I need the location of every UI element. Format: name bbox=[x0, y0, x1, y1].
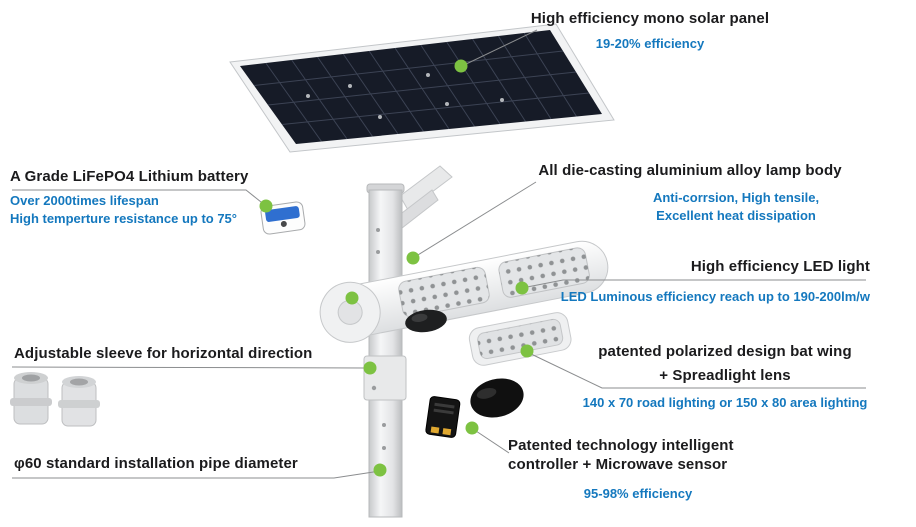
lamp-sensor-highlight bbox=[411, 313, 428, 322]
lamp-body-detail-1: Anti-corrsion, High tensile, bbox=[652, 190, 820, 205]
sleeve-graphic bbox=[10, 372, 100, 427]
lens-title-1: patented polarized design bat wing bbox=[598, 343, 852, 360]
annotation-controller: Patented technology intelligent controll… bbox=[508, 437, 768, 503]
controller-title-1: Patented technology intelligent bbox=[508, 437, 734, 454]
battery-graphic bbox=[260, 201, 306, 235]
annotation-lens: patented polarized design bat wing + Spr… bbox=[570, 340, 880, 412]
lens-title-2: + Spreadlight lens bbox=[659, 367, 791, 384]
solar-panel-graphic bbox=[229, 23, 615, 153]
annotation-lamp-body: All die-casting aluminium alloy lamp bod… bbox=[520, 162, 860, 180]
lens-detail: 140 x 70 road lighting or 150 x 80 area … bbox=[582, 395, 868, 410]
lens-graphic bbox=[468, 312, 572, 366]
controller-detail: 95-98% efficiency bbox=[583, 486, 693, 501]
lamp-body-title: All die-casting aluminium alloy lamp bod… bbox=[538, 162, 842, 179]
marker-dot-lamp-hub bbox=[345, 291, 359, 305]
controller-title-2: controller + Microwave sensor bbox=[508, 455, 728, 473]
led-light-detail: LED Luminous efficiency reach up to 190-… bbox=[560, 289, 870, 304]
marker-dot-led bbox=[515, 281, 529, 295]
solar-panel-title: High efficiency mono solar panel bbox=[530, 10, 770, 27]
annotation-battery: A Grade LiFePO4 Lithium battery Over 200… bbox=[10, 168, 248, 227]
marker-dot-pipe bbox=[373, 463, 387, 477]
annotation-sleeve: Adjustable sleeve for horizontal directi… bbox=[14, 345, 312, 363]
marker-dot-controller bbox=[465, 421, 479, 435]
pole-graphic bbox=[363, 165, 453, 518]
battery-detail-1: Over 2000times lifespan bbox=[10, 193, 159, 208]
led-light-title: High efficiency LED light bbox=[690, 258, 870, 275]
marker-dot-lamp-body bbox=[406, 251, 420, 265]
marker-dot-lens bbox=[520, 344, 534, 358]
battery-title: A Grade LiFePO4 Lithium battery bbox=[10, 168, 249, 185]
sleeve-title: Adjustable sleeve for horizontal directi… bbox=[14, 345, 313, 362]
marker-dots bbox=[259, 59, 534, 477]
annotation-solar-panel: High efficiency mono solar panel 19-20% … bbox=[520, 10, 780, 53]
marker-dot-battery bbox=[259, 199, 273, 213]
lamp-body-detail-2: Excellent heat dissipation bbox=[656, 207, 816, 223]
pipe-title: φ60 standard installation pipe diameter bbox=[14, 455, 298, 472]
marker-dot-sleeve bbox=[363, 361, 377, 375]
marker-dot-solar-panel bbox=[454, 59, 468, 73]
controller-box-graphic bbox=[425, 396, 461, 438]
microwave-sensor-graphic bbox=[470, 378, 524, 418]
controller-graphic bbox=[425, 378, 524, 438]
led-window bbox=[398, 266, 490, 318]
battery-detail-2: High temperture resistance up to 75° bbox=[10, 210, 237, 226]
lamp-head-graphic bbox=[319, 240, 609, 343]
annotation-led-light: High efficiency LED light LED Luminous e… bbox=[561, 258, 870, 306]
solar-panel-detail: 19-20% efficiency bbox=[595, 36, 705, 51]
annotation-lamp-body-detail: Anti-corrsion, High tensile, Excellent h… bbox=[612, 189, 860, 224]
leader-lines bbox=[11, 29, 866, 479]
annotation-pipe: φ60 standard installation pipe diameter bbox=[14, 455, 298, 473]
